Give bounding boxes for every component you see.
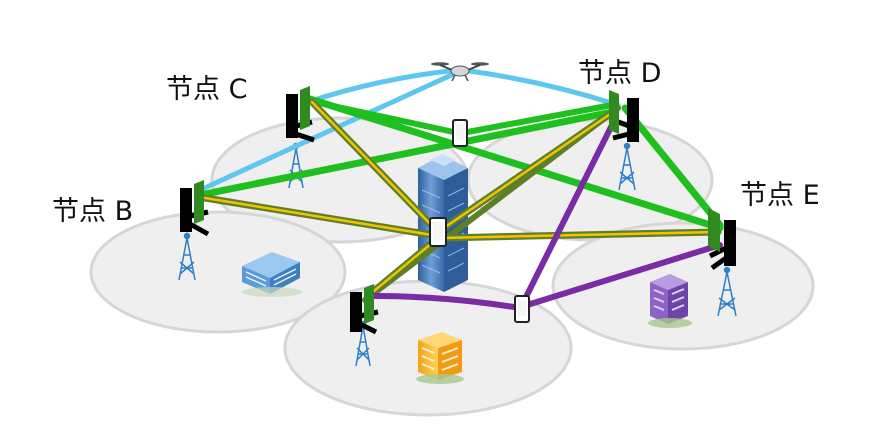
link-drone-c (302, 67, 461, 106)
links (195, 67, 724, 311)
link-phone-e (521, 242, 723, 309)
link-e-center-inner (438, 230, 720, 240)
coverage-area-b (89, 210, 347, 334)
antenna-panel-icon (194, 180, 204, 224)
phone-icon (429, 217, 447, 247)
antenna-panel-d (609, 90, 639, 142)
apartment-icon (648, 274, 692, 328)
link-phone-d-purple (519, 122, 615, 308)
link-c-center-inner (310, 100, 440, 234)
antenna-mount (286, 94, 298, 138)
link-d-center-inner (436, 108, 618, 234)
link-b-center-inner (203, 196, 440, 238)
link-a-phone (369, 293, 523, 311)
node-label-b: 节点 B (52, 196, 134, 227)
antenna-mount (724, 220, 736, 266)
apartment-icon (416, 332, 464, 384)
radio-mast-icon (178, 232, 196, 281)
node-label-d: 节点 D (578, 58, 662, 89)
phone-icon (514, 295, 530, 323)
antenna-panel-icon (708, 208, 720, 252)
node-label-e: 节点 E (740, 180, 820, 211)
node-label-c: 节点 C (166, 74, 248, 105)
link-drone-d (459, 67, 621, 108)
link-phone-c (307, 98, 461, 136)
antenna-mount (350, 292, 362, 332)
antenna-panel-e (708, 208, 736, 271)
antenna-panel-b (180, 180, 210, 237)
antenna-panel-icon (300, 86, 310, 130)
antenna-mount (180, 188, 192, 232)
antenna-panel-icon (609, 90, 619, 134)
antenna-panel-c (286, 86, 315, 143)
radio-mast-icon (717, 266, 737, 317)
link-a-center-inner (366, 236, 440, 298)
link-phone-d (459, 102, 615, 136)
antenna-panel-icon (364, 284, 374, 324)
drone-icon (431, 62, 489, 82)
antenna-mount (627, 98, 639, 142)
antenna-panel-a (350, 284, 379, 335)
radio-mast-icon (618, 142, 636, 191)
phone-icon (452, 119, 468, 147)
link-d-e (621, 104, 724, 229)
office-building-icon (242, 252, 302, 297)
link-d-b (201, 108, 616, 198)
link-drone-b (195, 69, 461, 194)
link-c-e (306, 95, 724, 232)
